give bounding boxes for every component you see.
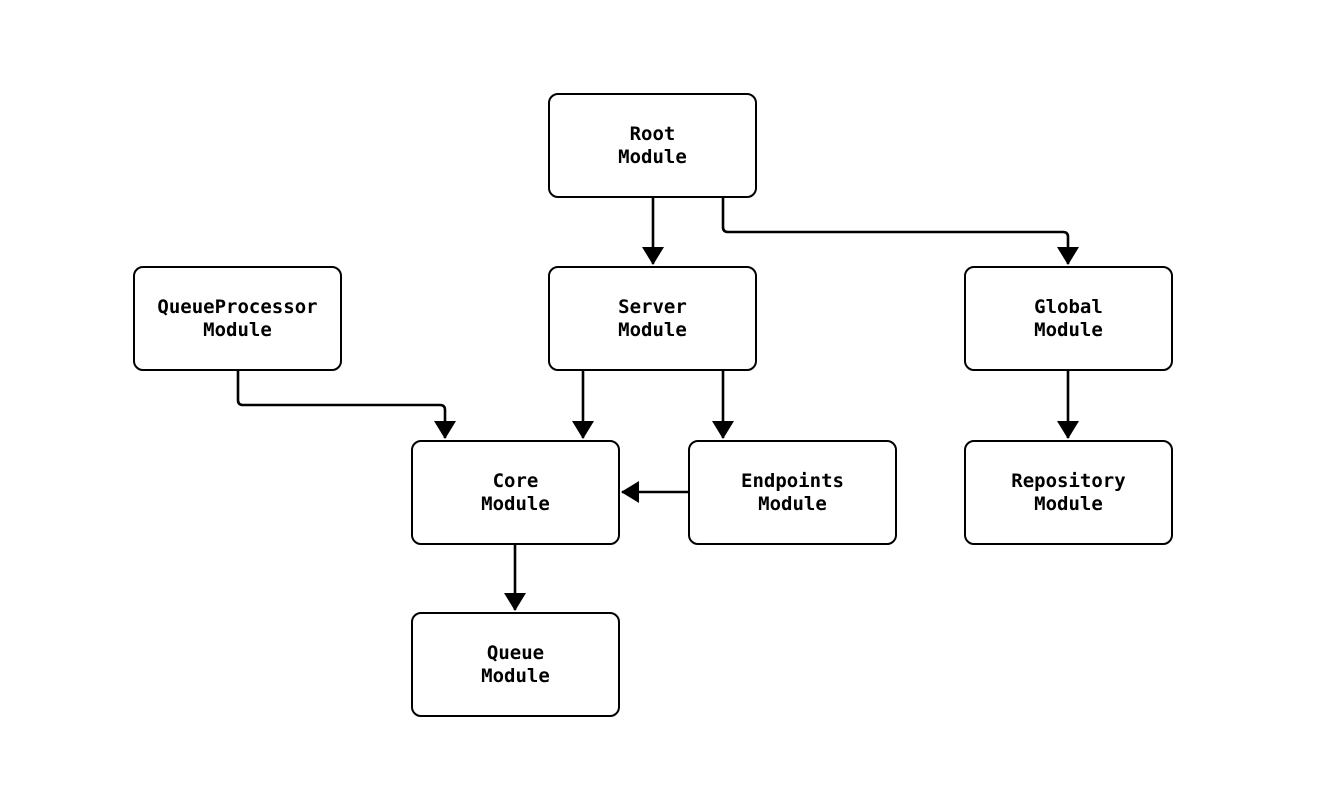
- node-queue-module: Queue Module: [411, 612, 620, 717]
- node-core-module: Core Module: [411, 440, 620, 545]
- node-global-module-label: Global Module: [1034, 295, 1103, 341]
- node-root-module-label: Root Module: [618, 122, 687, 168]
- node-endpoints-module: Endpoints Module: [688, 440, 897, 545]
- node-queueprocessor-module: QueueProcessor Module: [133, 266, 342, 371]
- node-queue-module-label: Queue Module: [481, 641, 550, 687]
- node-queueprocessor-module-label: QueueProcessor Module: [157, 295, 318, 341]
- node-repository-module-label: Repository Module: [1011, 469, 1126, 515]
- node-server-module-label: Server Module: [618, 295, 687, 341]
- node-global-module: Global Module: [964, 266, 1173, 371]
- edge-root-to-global: [721, 198, 1079, 265]
- node-endpoints-module-label: Endpoints Module: [741, 469, 844, 515]
- node-root-module: Root Module: [548, 93, 757, 198]
- node-server-module: Server Module: [548, 266, 757, 371]
- edge-queueprocessor-to-core: [236, 371, 456, 439]
- node-core-module-label: Core Module: [481, 469, 550, 515]
- node-repository-module: Repository Module: [964, 440, 1173, 545]
